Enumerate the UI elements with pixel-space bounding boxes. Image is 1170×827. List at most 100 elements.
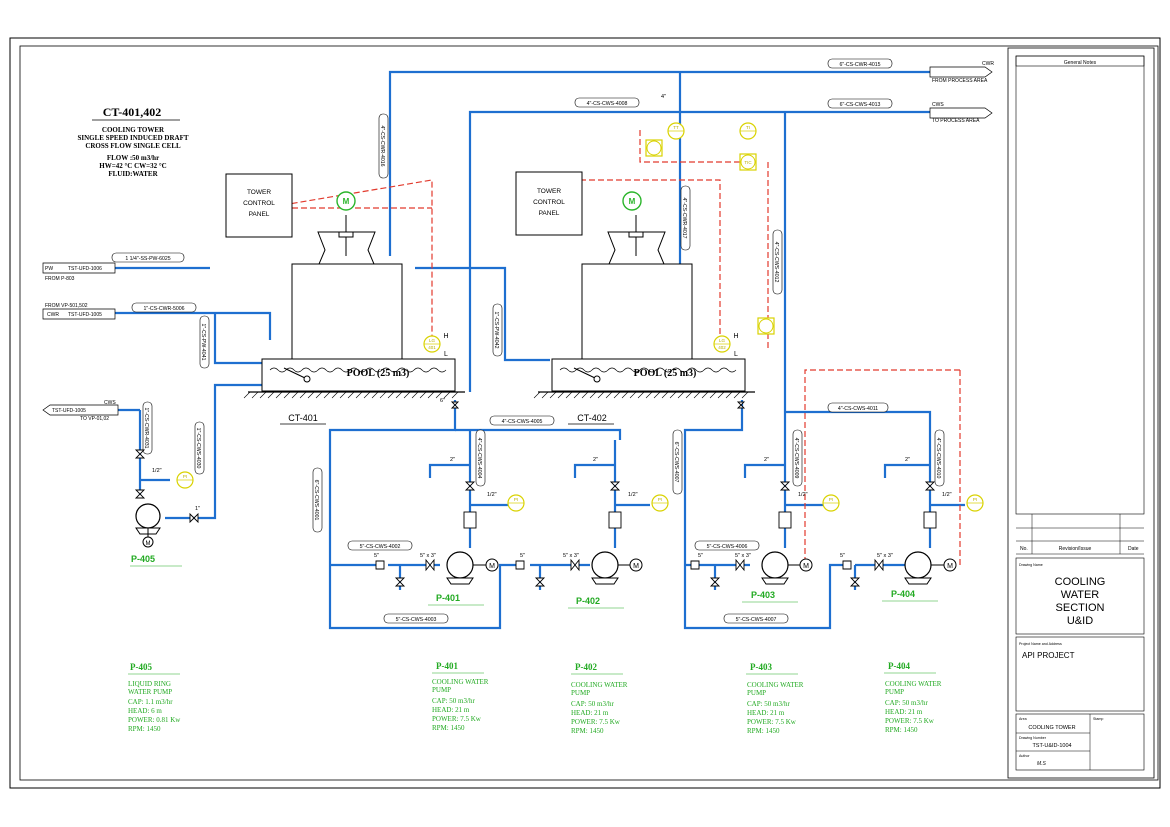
datasheet-line: CAP: 50 m3/hr [571,700,614,708]
vp-offpage-from: FROM VP-501,502 [45,303,88,309]
line-label: 5"-CS-CWS-4003 [396,617,437,623]
datasheet-tag: P-401 [436,661,458,671]
size-note: 5" x 3" [563,553,579,559]
header-line1: COOLING TOWER [102,126,165,134]
motor-icon [799,558,813,572]
drawing-number: TST-U&ID-1004 [1032,743,1071,749]
level-gauge-ct401: LG 401 [423,335,441,353]
general-notes-title: General Notes [1064,60,1097,66]
pump-tag: P-402 [576,596,600,606]
level-high: H [733,333,738,340]
cwr-offpage-tag2: CWR [47,312,59,318]
size-note: 5" x 3" [420,553,436,559]
cwr-offpage-tst: TST-UFD-1005 [68,312,102,318]
tt-box [757,317,775,335]
pw-offpage-tag: PW [45,266,53,272]
pump-p401: M P-401 [428,551,499,606]
motor-icon [943,558,957,572]
instrument-type: TT [673,125,679,130]
datasheet-line: HEAD: 21 m [432,706,470,714]
pump-tag: P-404 [891,589,915,599]
instrument-type: PI [829,497,833,502]
header-line3: CROSS FLOW SINGLE CELL [85,142,181,150]
line-label: 4"-CS-CWR-4017 [681,197,687,238]
drawing-name-line2: WATER [1061,589,1100,601]
line-label: 6"-CS-CWR-4015 [839,62,880,68]
datasheet-line: POWER: 7.5 Kw [571,718,621,726]
panel-text-1: TOWER [537,188,561,195]
header-line6: FLUID:WATER [108,170,158,178]
datasheet-line: RPM: 1450 [571,727,604,735]
datasheet-line: COOLING WATER [571,681,628,689]
line-labels: 6"-CS-CWR-4015 4"-CS-CWS-4008 6"-CS-CWS-… [111,58,945,624]
author-label: Author [1019,754,1030,758]
line-label: 4"-CS-CWS-4010 [935,438,941,479]
header-line4: FLOW :50 m3/hr [107,154,159,162]
size-note: 2" [593,457,598,463]
panel-text-2: CONTROL [243,200,275,207]
fan-motor-label: M [343,197,350,206]
instrument-type: TI [746,125,750,130]
pump-datasheets: P-405 LIQUID RING WATER PUMP CAP: 1.1 m3… [128,661,942,735]
drawing-name-line3: SECTION [1056,602,1105,614]
valves [134,401,937,587]
panel-text-3: PANEL [249,211,270,218]
project-name: API PROJECT [1022,651,1075,660]
motor-label: M [803,563,809,570]
size-note: 5" [840,553,845,559]
pump-p402: M P-402 [568,551,643,609]
instrument-type: PI [973,497,977,502]
motor-label: M [146,541,151,547]
size-note: 5" [374,553,379,559]
drawing-name-label: Drawing Name [1019,563,1043,567]
size-note: 2" [764,457,769,463]
datasheet-line: RPM: 1450 [432,724,465,732]
motor-icon [142,536,154,548]
datasheet-line: POWER: 7.5 Kw [432,715,482,723]
datasheet-line: RPM: 1450 [747,727,780,735]
panel-text-1: TOWER [247,189,271,196]
datasheet-p403: P-403 COOLING WATER PUMP CAP: 50 m3/hr H… [746,662,804,735]
line-label: 4"-CS-CWS-4012 [773,242,779,283]
line-label: 5"-CS-CWS-4006 [707,544,748,550]
tic-box [739,153,757,171]
line-label: 1"-CS-CWR-4031 [143,407,149,448]
fan-motor-ct401 [336,191,356,211]
cooling-tower-ct402: TOWER CONTROL PANEL M POOL (25 m3) CT-40… [515,171,755,425]
line-label: 6"-CS-CWS-4007 [673,442,679,483]
datasheet-line: PUMP [747,689,766,697]
datasheet-line: LIQUID RING [128,680,171,688]
cooling-tower-ct401: TOWER CONTROL PANEL M POOL (25 m3) CT-40… [225,173,465,425]
instrument-type: LG [429,338,436,343]
drawing-frame [19,45,1159,781]
tower-control-panel-ct401 [225,173,293,238]
pool-label-ct401: POOL (25 m3) [347,368,410,379]
datasheet-line: COOLING WATER [432,678,489,686]
ti-box [645,139,663,157]
size-note: 5" x 3" [877,553,893,559]
cws-offpage-tst: TST-UFD-1005 [52,408,86,414]
header-line2: SINGLE SPEED INDUCED DRAFT [77,134,188,142]
instrument-type: PI [514,497,518,502]
line-label: 4"-CS-CWS-4004 [476,438,482,479]
cwr-offpage-tag: CWR [982,61,994,67]
datasheet-line: COOLING WATER [747,681,804,689]
motor-icon [629,558,643,572]
instrument-tag: 401 [428,345,436,350]
title-block: General Notes No. Revision/Issue Date Dr… [1007,47,1155,779]
datasheet-line: CAP: 1.1 m3/hr [128,698,173,706]
cws-offpage-tag: CWS [932,102,944,108]
datasheet-line: POWER: 0.81 Kw [128,716,181,724]
size-note: 1/2" [487,492,497,498]
header-line5: HW=42 °C CW=32 °C [99,162,166,170]
size-note: 1/2" [798,492,808,498]
line-label: 1"-CS-CWS-4030 [195,428,201,469]
datasheet-p405: P-405 LIQUID RING WATER PUMP CAP: 1.1 m3… [128,662,181,733]
line-label: 4"-CS-CWS-4009 [793,438,799,479]
cws-offpage-to: TO PROCESS AREA [932,118,980,124]
process-piping [115,70,965,630]
tower-control-panel-ct402 [515,171,583,236]
line-label: 6"-CS-CWS-4013 [840,102,881,108]
panel-text-2: CONTROL [533,199,565,206]
